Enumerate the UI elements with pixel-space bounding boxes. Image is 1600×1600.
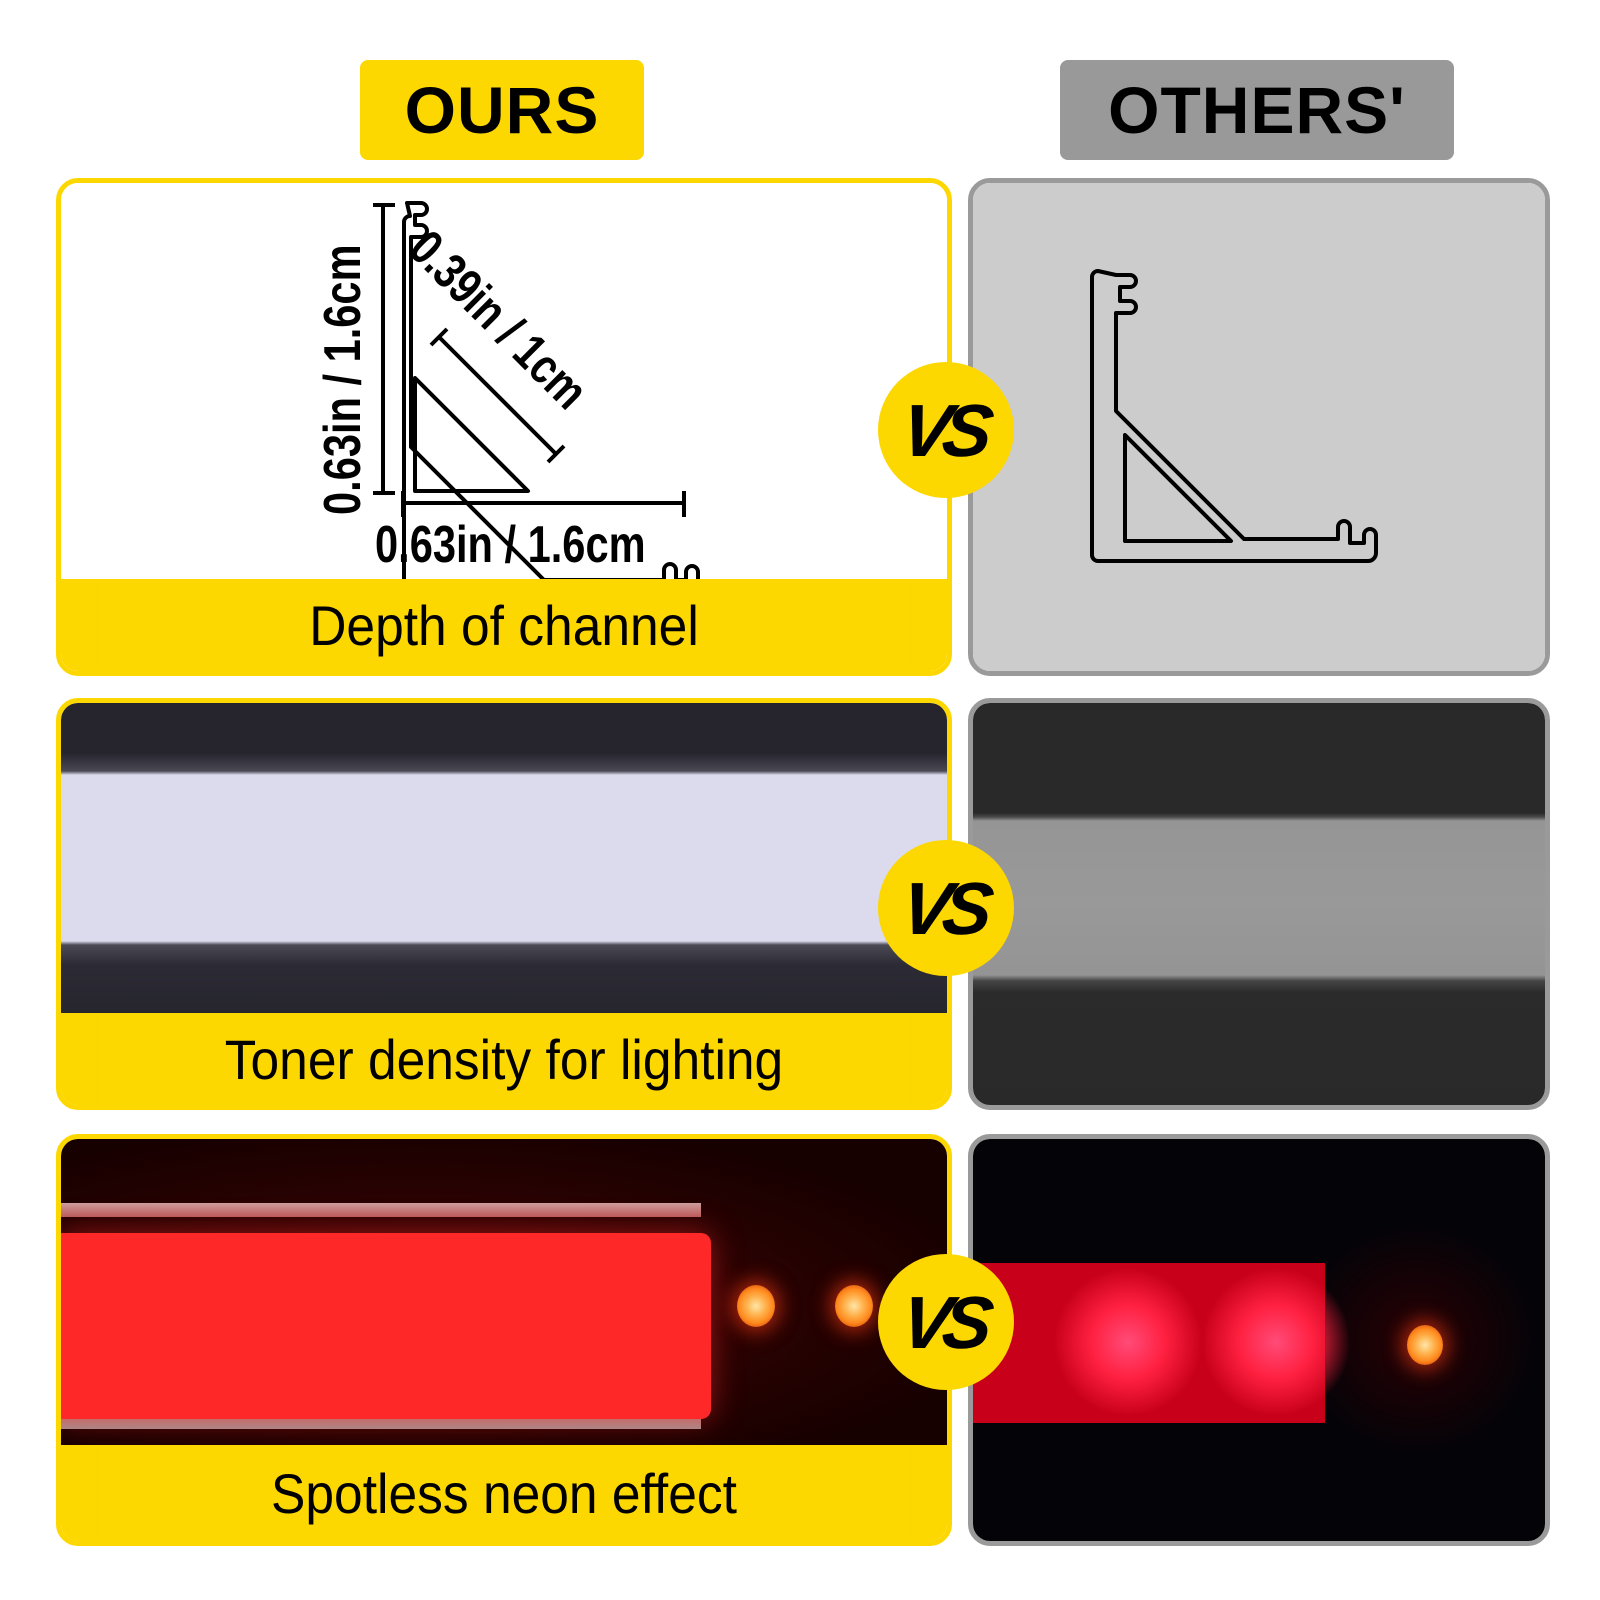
ours-toner-panel: Toner density for lighting xyxy=(56,698,952,1110)
others-header-label: OTHERS' xyxy=(1108,73,1406,147)
ours-depth-panel: 0.63in / 1.6cm 0.63in / 1.6cm 0.39in / 1… xyxy=(56,178,952,676)
led-chip-icon xyxy=(1407,1325,1443,1365)
vs-badge-3: VS xyxy=(878,1254,1014,1390)
vs-badge-2: VS xyxy=(878,840,1014,976)
hotspot xyxy=(1053,1267,1203,1417)
others-profile-diagram xyxy=(1090,269,1378,563)
vs-label-2: VS xyxy=(895,866,991,950)
caption-spotless-neon: Spotless neon effect xyxy=(96,1445,912,1541)
ours-header-label: OURS xyxy=(404,73,600,147)
led-chip-icon xyxy=(835,1285,873,1327)
height-dimension-label: 0.63in / 1.6cm xyxy=(314,244,372,515)
others-neon-panel xyxy=(968,1134,1550,1546)
width-dimension-label: 0.63in / 1.6cm xyxy=(375,516,646,574)
others-neon-image xyxy=(973,1139,1545,1541)
vs-badge-1: VS xyxy=(878,362,1014,498)
neon-tube xyxy=(61,1233,711,1419)
caption-depth-of-channel: Depth of channel xyxy=(96,579,912,671)
others-header-tag: OTHERS' xyxy=(1060,60,1454,160)
ours-header-tag: OURS xyxy=(360,60,644,160)
ours-diffuser-image xyxy=(61,703,947,1015)
others-diffuser-image xyxy=(973,703,1545,1105)
hotspot xyxy=(1201,1267,1351,1417)
ours-neon-image xyxy=(61,1139,947,1445)
vs-label-3: VS xyxy=(895,1280,991,1364)
led-chip-icon xyxy=(737,1285,775,1327)
ours-neon-panel: Spotless neon effect xyxy=(56,1134,952,1546)
caption-toner-density: Toner density for lighting xyxy=(96,1013,912,1105)
others-depth-panel xyxy=(968,178,1550,676)
vs-label-1: VS xyxy=(895,388,991,472)
others-toner-panel xyxy=(968,698,1550,1110)
